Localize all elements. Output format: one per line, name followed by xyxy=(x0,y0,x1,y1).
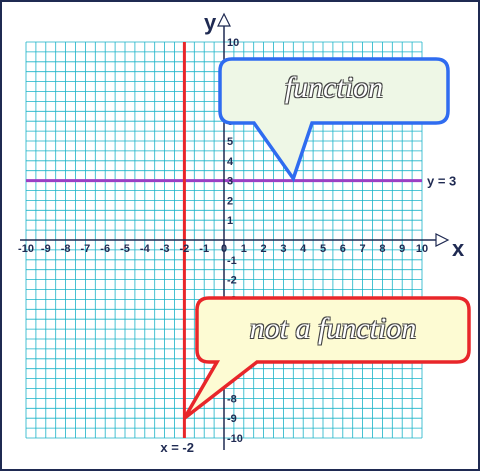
x-tick-label: -3 xyxy=(160,243,170,255)
x-tick-label: 5 xyxy=(320,243,326,255)
y-tick-label: 1 xyxy=(227,215,233,227)
x-axis-label: x xyxy=(452,236,465,261)
callout-bubbles xyxy=(182,57,471,420)
x-tick-label: -9 xyxy=(41,243,51,255)
y-tick-label: 2 xyxy=(227,195,233,207)
x-tick-label: 10 xyxy=(416,243,428,255)
x-tick-label: -6 xyxy=(100,243,110,255)
y-tick-label: 10 xyxy=(227,37,239,49)
x-tick-label: -1 xyxy=(199,243,209,255)
x-axis-arrow xyxy=(435,233,450,247)
x-tick-label: 1 xyxy=(241,243,247,255)
y-tick-label: -8 xyxy=(227,393,237,405)
y-tick-label: 4 xyxy=(227,156,234,168)
y-tick-label: -9 xyxy=(227,413,237,425)
y-tick-label: 3 xyxy=(227,176,233,188)
x-tick-label: -5 xyxy=(120,243,130,255)
x-tick-label: -2 xyxy=(180,243,190,255)
y-tick-label: -10 xyxy=(227,433,243,445)
y-tick-label: -2 xyxy=(227,275,237,287)
y-tick-label: -1 xyxy=(227,255,237,267)
x-tick-label: -10 xyxy=(18,243,34,255)
vertical-line-label: x = -2 xyxy=(160,440,194,455)
not-function-bubble xyxy=(182,296,471,420)
x-tick-label: 0 xyxy=(221,243,227,255)
x-tick-label: 6 xyxy=(340,243,346,255)
not-function-callout: not a function xyxy=(249,312,417,345)
y-tick-label: 5 xyxy=(227,136,233,148)
x-tick-label: 9 xyxy=(399,243,405,255)
x-tick-label: 7 xyxy=(360,243,366,255)
horizontal-line-label: y = 3 xyxy=(427,174,456,189)
function-bubble xyxy=(218,57,450,183)
function-callout: function xyxy=(284,71,384,104)
y-axis-label: y xyxy=(204,10,217,35)
x-tick-label: -8 xyxy=(61,243,71,255)
x-tick-label: 3 xyxy=(280,243,286,255)
x-tick-label: 4 xyxy=(300,243,307,255)
x-tick-label: 2 xyxy=(261,243,267,255)
x-tick-label: -7 xyxy=(81,243,91,255)
x-tick-label: -4 xyxy=(140,243,151,255)
y-axis-arrow xyxy=(217,12,231,27)
x-tick-label: 8 xyxy=(379,243,385,255)
